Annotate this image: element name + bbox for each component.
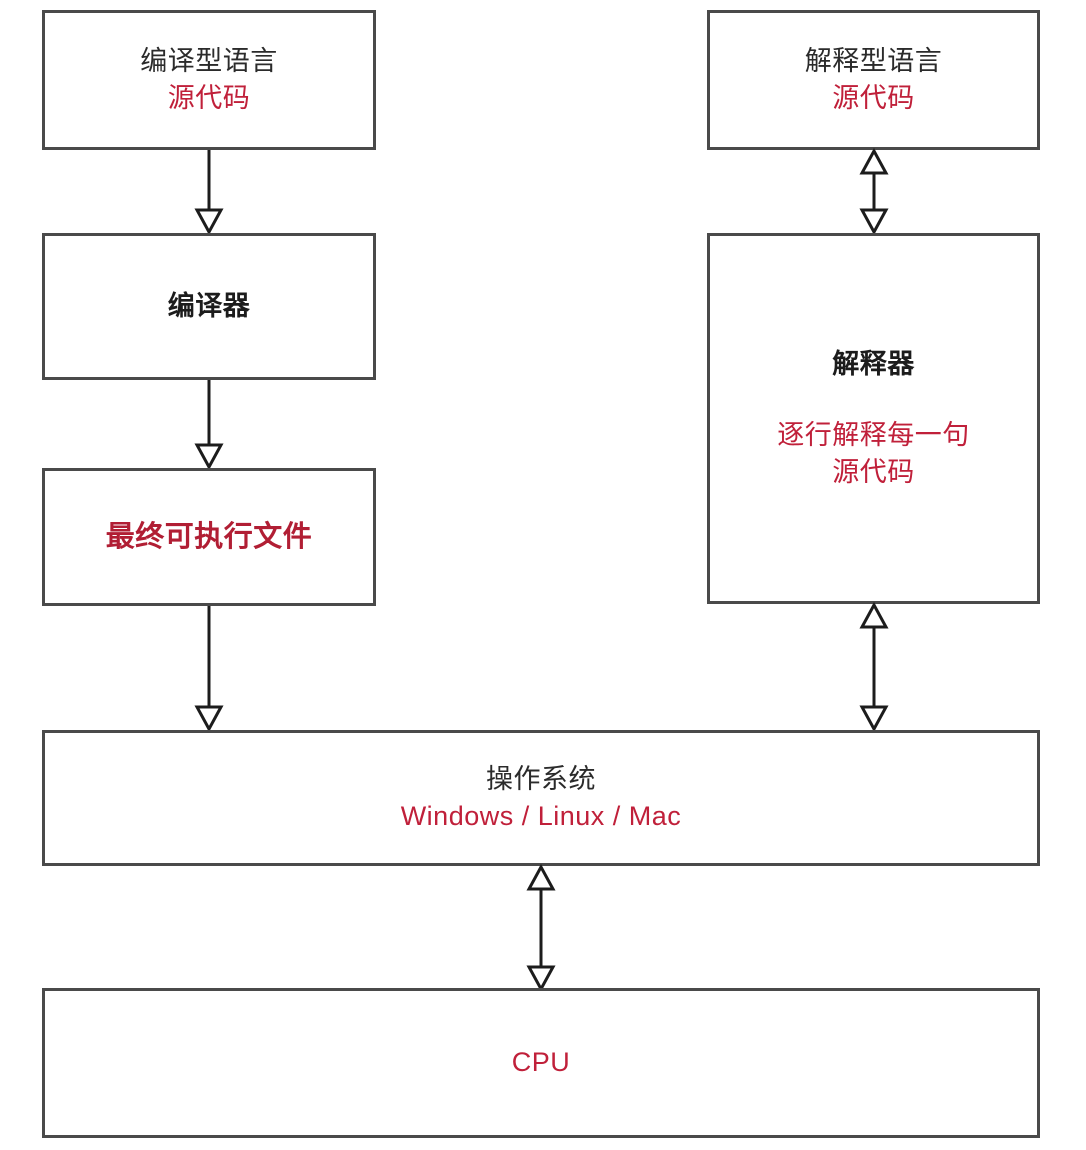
arrow-compiler-to-executable bbox=[190, 380, 228, 471]
arrow-os-to-cpu bbox=[522, 863, 560, 993]
os-subtitle: Windows / Linux / Mac bbox=[400, 801, 682, 831]
interpreter-title: 解释器 bbox=[832, 348, 915, 379]
node-interpreted-source: 解释型语言 源代码 bbox=[707, 10, 1040, 150]
node-interpreter: 解释器 逐行解释每一句 源代码 bbox=[707, 233, 1040, 604]
arrow-interpreted-source-to-interpreter bbox=[855, 147, 893, 236]
node-cpu: CPU bbox=[42, 988, 1040, 1138]
os-title: 操作系统 bbox=[486, 763, 596, 794]
node-executable: 最终可执行文件 bbox=[42, 468, 376, 606]
interpreter-detail-line-1: 逐行解释每一句 bbox=[777, 419, 970, 450]
compiler-label: 编译器 bbox=[167, 290, 251, 321]
interpreted-source-subtitle: 源代码 bbox=[832, 83, 915, 113]
executable-label: 最终可执行文件 bbox=[105, 520, 313, 553]
arrow-compiled-source-to-compiler bbox=[190, 150, 228, 236]
arrow-executable-to-os bbox=[190, 606, 228, 733]
node-compiled-source: 编译型语言 源代码 bbox=[42, 10, 376, 150]
cpu-label: CPU bbox=[511, 1047, 571, 1078]
interpreted-source-title: 解释型语言 bbox=[804, 45, 943, 76]
compiled-source-title: 编译型语言 bbox=[140, 45, 278, 76]
interpreter-detail-line-2: 源代码 bbox=[832, 457, 915, 488]
compiled-source-subtitle: 源代码 bbox=[167, 83, 251, 113]
node-operating-system: 操作系统 Windows / Linux / Mac bbox=[42, 730, 1040, 866]
node-compiler: 编译器 bbox=[42, 233, 376, 380]
arrow-interpreter-to-os bbox=[855, 601, 893, 733]
